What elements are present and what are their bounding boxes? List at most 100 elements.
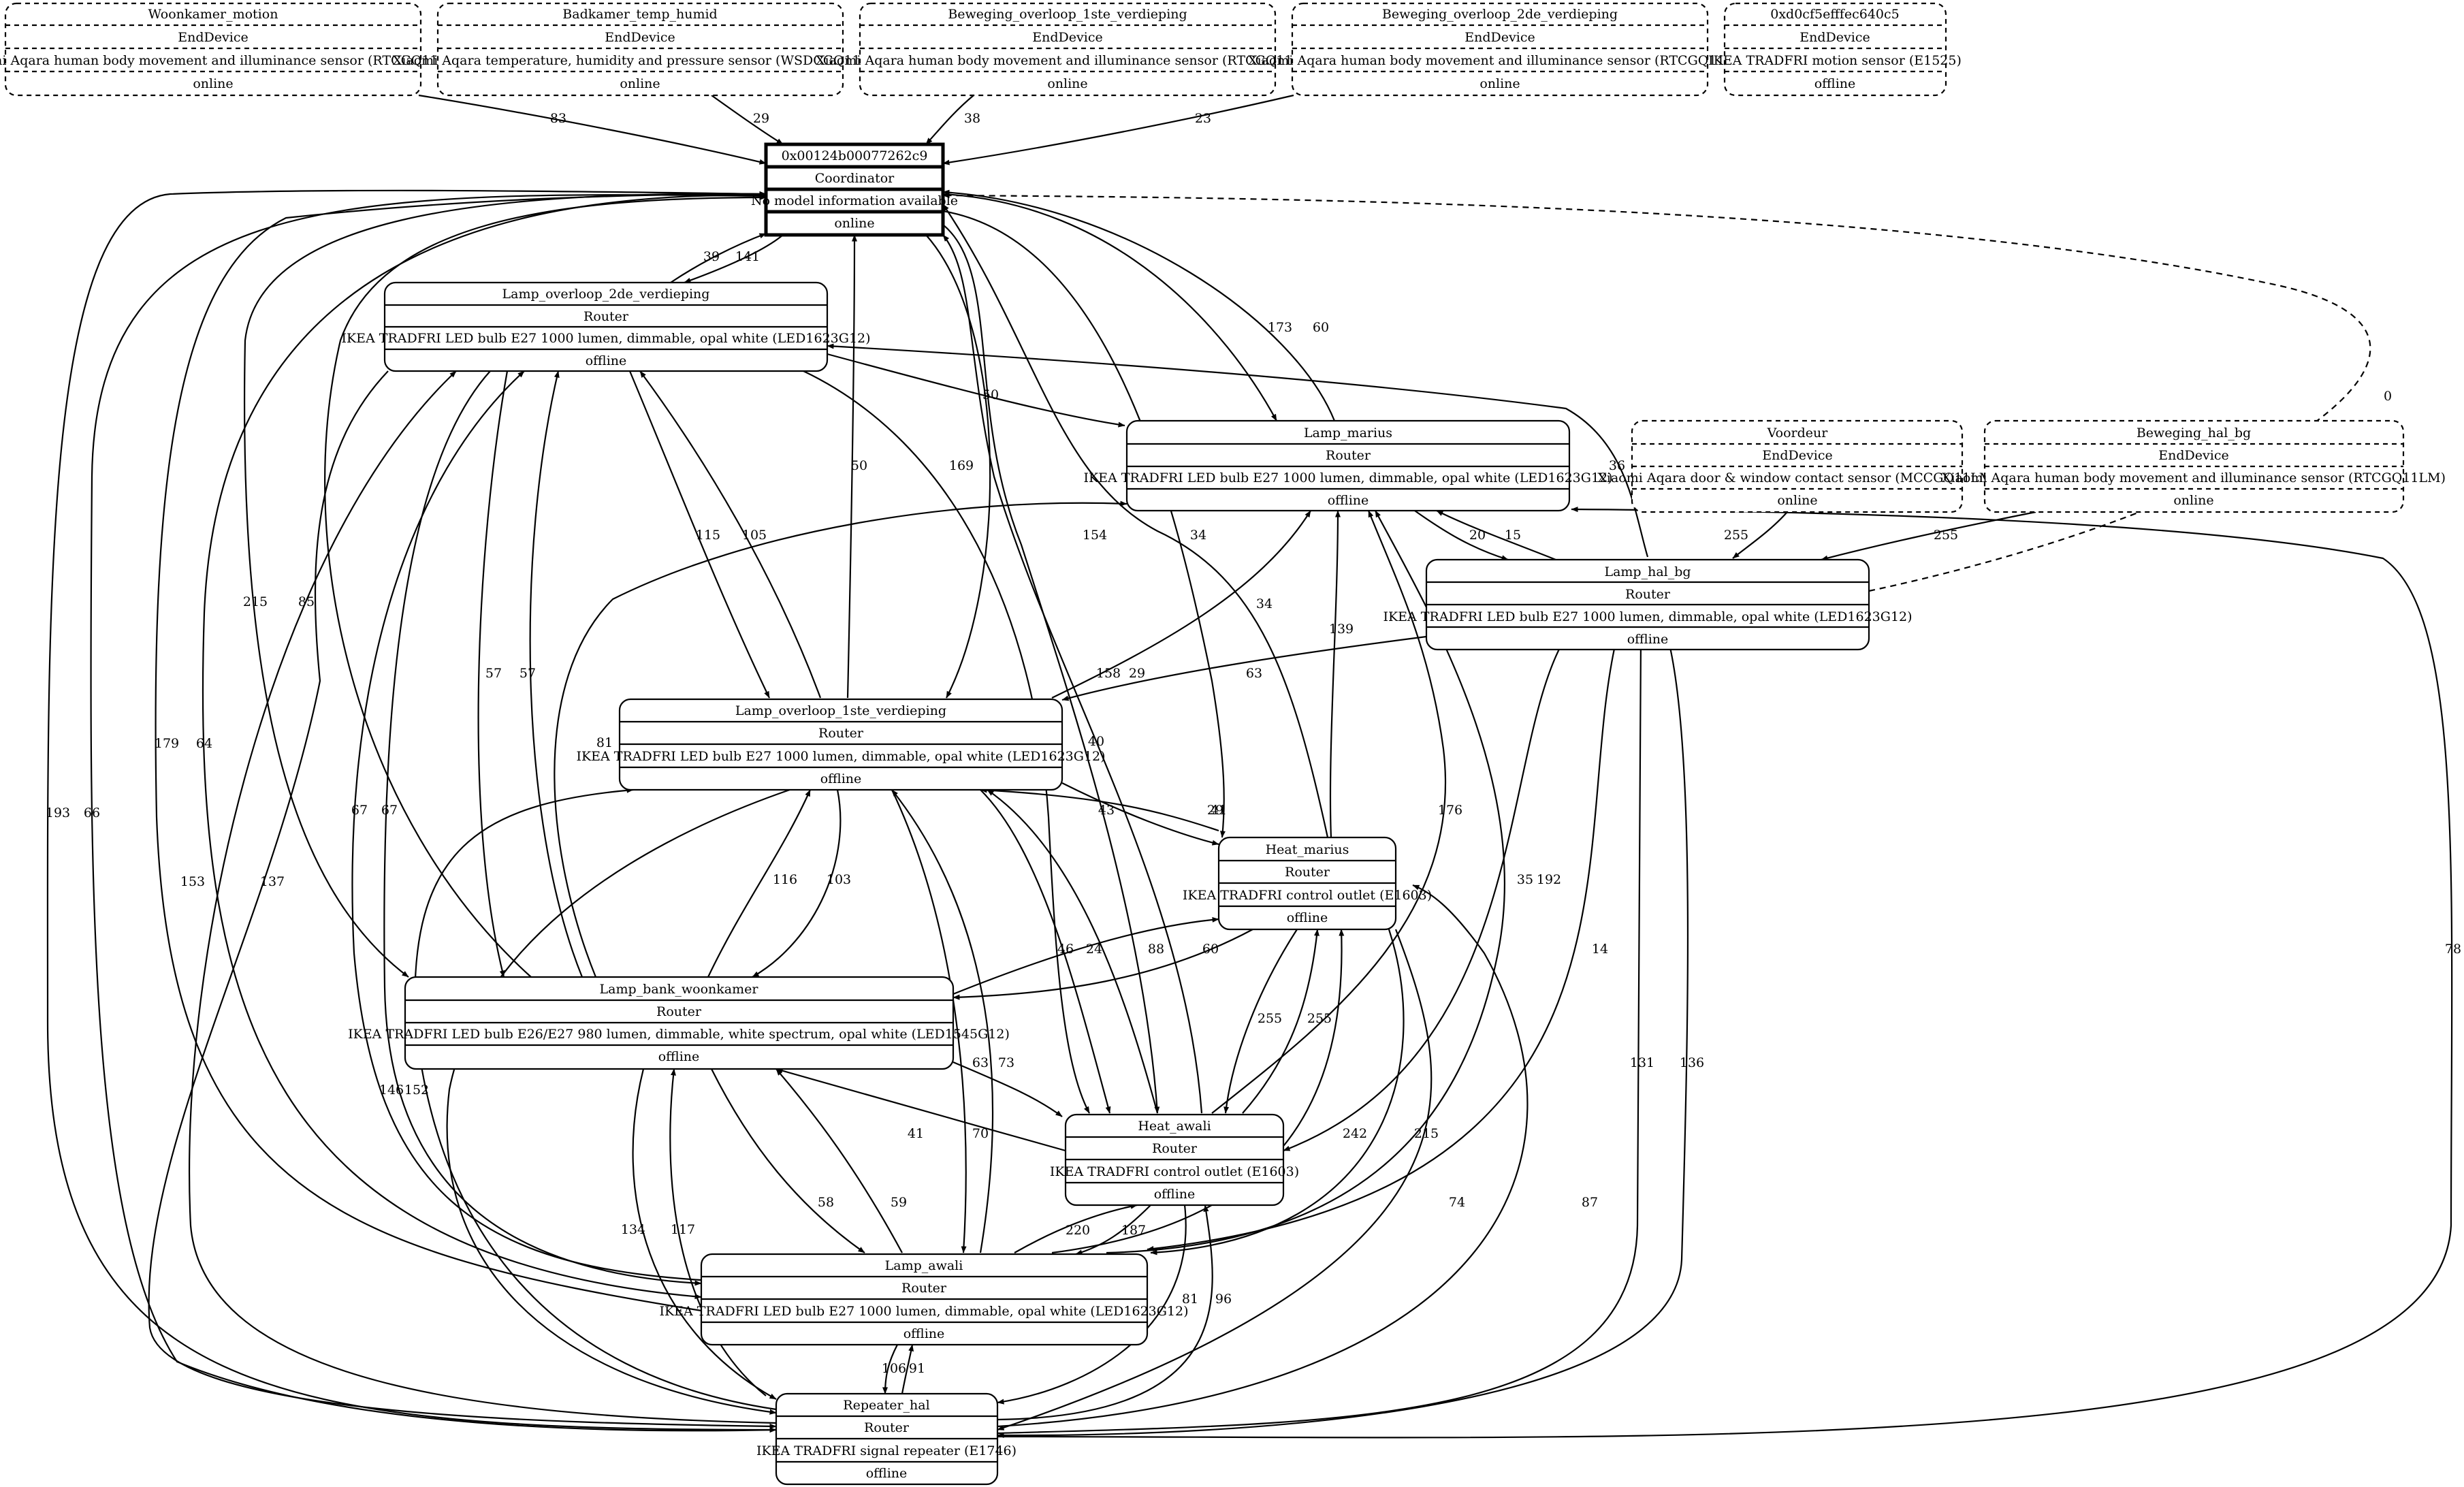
edge-lampbank-coordinator: [324, 195, 767, 978]
edge-heatawali-marius: [1211, 510, 1447, 1114]
edge-label: 67: [351, 803, 368, 818]
edge-label: 57: [485, 666, 502, 681]
edge-coordinator-lampbank: [243, 193, 767, 978]
node-type: EndDevice: [1032, 30, 1102, 45]
edge-label: 46: [1057, 942, 1074, 957]
edge-lamphal-marius: [1436, 510, 1556, 561]
edge-label: 40: [1088, 734, 1104, 749]
edge-label: 106: [882, 1361, 906, 1376]
node-heat-awali[interactable]: Heat_awali Router IKEA TRADFRI control o…: [1050, 1113, 1299, 1206]
node-model: Xiaomi Aqara door & window contact senso…: [1597, 470, 1997, 485]
node-type: Router: [1326, 448, 1371, 463]
node-heat-marius[interactable]: Heat_marius Router IKEA TRADFRI control …: [1183, 836, 1432, 931]
node-status: online: [1479, 76, 1520, 91]
edge-marius-lamphal: [1412, 509, 1509, 561]
node-lamp-overloop-2de[interactable]: Lamp_overloop_2de_verdieping Router IKEA…: [341, 281, 871, 372]
node-woonkamer-motion[interactable]: Woonkamer_motion EndDevice Xiaomi Aqara …: [0, 2, 465, 97]
node-model: Xiaomi Aqara human body movement and ill…: [1942, 470, 2446, 485]
edge-label: 0: [2384, 389, 2392, 404]
edge-label: 158: [1096, 666, 1121, 681]
edge-lampawali-lampbank: [775, 1068, 903, 1253]
node-lamp-hal-bg[interactable]: Lamp_hal_bg Router IKEA TRADFRI LED bulb…: [1383, 558, 1913, 651]
edge-label: 255: [1258, 1011, 1282, 1026]
node-badkamer-temp-humid[interactable]: Badkamer_temp_humid EndDevice Xiaomi Aqa…: [393, 2, 887, 97]
node-beweging-1ste[interactable]: Beweging_overloop_1ste_verdieping EndDev…: [816, 2, 1319, 97]
edge-heatmarius-lampawali: [1150, 929, 1405, 1256]
edge-label: 136: [1680, 1055, 1704, 1070]
node-lamp-bank-woonkamer[interactable]: Lamp_bank_woonkamer Router IKEA TRADFRI …: [348, 976, 1010, 1070]
edge-badkamer-coordinator: [711, 95, 784, 145]
edge-lamp2de-lamp1ste: [628, 370, 770, 699]
node-beweging-2de[interactable]: Beweging_overloop_2de_verdieping EndDevi…: [1248, 2, 1752, 97]
edge-lamphal-repeater: [997, 638, 1689, 1439]
node-ikea-motion-sensor[interactable]: 0xd0cf5efffec640c5 EndDevice IKEA TRADFR…: [1708, 2, 1962, 97]
node-type: Router: [656, 1004, 702, 1019]
edge-lampawali-lamp2de: [351, 370, 702, 1281]
edge-label: 103: [827, 872, 851, 887]
edge-label: 36: [1609, 458, 1625, 473]
edge-lamphal-lamp1ste: [1061, 635, 1427, 701]
edge-lampbank-heatawali: [953, 1061, 1063, 1117]
edge-label: 35: [1517, 872, 1533, 887]
edge-lampbank-lampawali: [711, 1068, 865, 1253]
edge-lamp2de-lampbank: [477, 370, 509, 978]
edge-label: 83: [550, 111, 566, 126]
node-model: IKEA TRADFRI motion sensor (E1525): [1708, 53, 1962, 68]
edge-lampawali-repeater: [882, 1344, 898, 1394]
node-name: Lamp_awali: [885, 1258, 963, 1273]
node-lamp-marius[interactable]: Lamp_marius Router IKEA TRADFRI LED bulb…: [1083, 419, 1613, 512]
node-lamp-overloop-1ste[interactable]: Lamp_overloop_1ste_verdieping Router IKE…: [576, 698, 1106, 791]
node-model: IKEA TRADFRI LED bulb E27 1000 lumen, di…: [659, 1304, 1188, 1319]
node-beweging-hal[interactable]: Beweging_hal_bg EndDevice Xiaomi Aqara h…: [1942, 419, 2446, 513]
edge-heatawali-lampbank: [775, 1068, 1066, 1152]
edge-voordeur-lamphal: [1732, 511, 1788, 559]
edge-lamp1ste-lamp2de: [639, 370, 822, 699]
node-repeater-hal[interactable]: Repeater_hal Router IKEA TRADFRI signal …: [756, 1392, 1017, 1486]
edge-heatmarius-repeater: [997, 929, 1433, 1431]
node-model: IKEA TRADFRI LED bulb E27 1000 lumen, di…: [576, 749, 1105, 764]
node-status: offline: [586, 353, 627, 368]
edge-lampbank-heatmarius: [953, 916, 1219, 995]
edge-label: 153: [180, 874, 205, 889]
node-name: Badkamer_temp_humid: [562, 7, 717, 22]
node-model: IKEA TRADFRI signal repeater (E1746): [756, 1443, 1017, 1458]
edge-heatawali-lamp1ste: [987, 789, 1159, 1114]
edge-lamp1ste-lampawali: [891, 789, 967, 1253]
edge-label: 50: [851, 458, 867, 473]
node-lamp-awali[interactable]: Lamp_awali Router IKEA TRADFRI LED bulb …: [659, 1253, 1189, 1346]
edge-label: 50: [982, 387, 999, 402]
node-name: Repeater_hal: [843, 1398, 929, 1413]
node-type: Router: [818, 726, 864, 741]
edge-marius-coordinator: [942, 189, 1336, 421]
edge-label: 131: [1630, 1055, 1654, 1070]
node-model: Xiaomi Aqara temperature, humidity and p…: [393, 53, 887, 68]
edge-label: 139: [1329, 622, 1354, 637]
node-model: No model information available: [751, 193, 958, 208]
edge-label: 134: [621, 1222, 645, 1237]
node-type: Router: [1285, 865, 1330, 880]
edge-label: 81: [596, 735, 613, 750]
edge-heatawali-coordinator: [942, 234, 1203, 1114]
edge-label: 60: [1202, 942, 1219, 957]
node-status: online: [2173, 493, 2213, 508]
edge-lamphal-lamp2de: [827, 343, 1649, 558]
edge-label: 70: [972, 1126, 989, 1141]
node-type: Router: [864, 1420, 910, 1435]
edge-lamp1ste-coordinator: [846, 234, 857, 699]
edge-label: 215: [1414, 1126, 1439, 1141]
edge-lampbank-repeater: [632, 1068, 777, 1400]
node-status: offline: [1328, 493, 1369, 508]
node-type: EndDevice: [1799, 30, 1870, 45]
node-name: 0x00124b00077262c9: [782, 148, 928, 163]
node-coordinator[interactable]: 0x00124b00077262c9 Coordinator No model …: [751, 142, 958, 237]
edge-label: 63: [972, 1055, 989, 1070]
edge-label: 96: [1215, 1292, 1232, 1307]
edge-label: 29: [1207, 803, 1223, 818]
node-type: Router: [583, 309, 629, 324]
edge-label: 85: [298, 594, 315, 609]
node-model: IKEA TRADFRI control outlet (E1603): [1183, 888, 1432, 903]
edge-label: 41: [1211, 803, 1227, 818]
edge-heatmarius-heatawali: [1223, 929, 1298, 1114]
node-voordeur[interactable]: Voordeur EndDevice Xiaomi Aqara door & w…: [1597, 419, 1998, 513]
edge-label: 81: [1182, 1292, 1198, 1307]
